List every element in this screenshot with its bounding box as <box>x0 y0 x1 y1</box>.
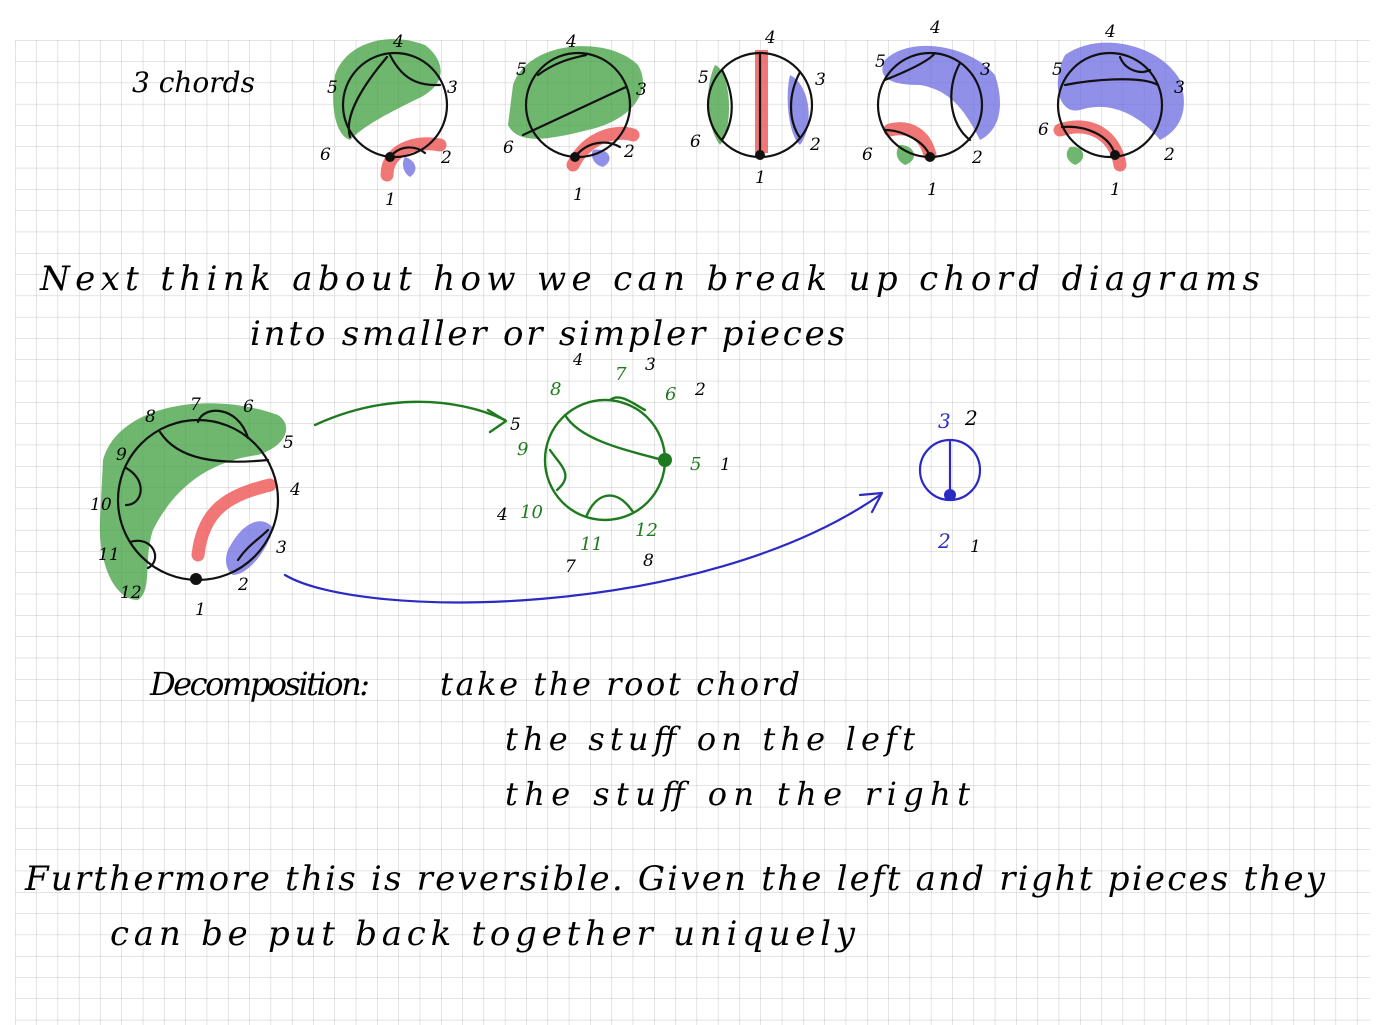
svg-text:4: 4 <box>1104 22 1116 42</box>
svg-text:2: 2 <box>694 380 706 400</box>
svg-text:3: 3 <box>980 60 991 80</box>
svg-text:3: 3 <box>815 70 826 90</box>
sentence-line-2: into smaller or simpler pieces <box>250 314 845 354</box>
chord-diagram-1: 4 5 3 6 2 1 <box>320 32 458 210</box>
svg-text:2: 2 <box>623 142 635 162</box>
svg-text:5: 5 <box>875 52 886 72</box>
green-arrow <box>313 400 507 427</box>
svg-text:5: 5 <box>516 60 527 80</box>
svg-text:9: 9 <box>116 445 127 465</box>
svg-text:7: 7 <box>615 364 627 385</box>
svg-text:1: 1 <box>927 180 938 200</box>
svg-text:12: 12 <box>635 520 658 541</box>
decomposition-line-2: the stuff on the left <box>505 720 915 758</box>
svg-text:5: 5 <box>327 78 338 98</box>
svg-text:2: 2 <box>237 575 249 595</box>
svg-text:6: 6 <box>690 132 701 152</box>
svg-text:1: 1 <box>755 168 766 188</box>
svg-text:5: 5 <box>283 433 294 453</box>
chord-diagram-5: 4 5 3 6 2 1 <box>1038 22 1185 200</box>
svg-text:3: 3 <box>276 538 287 558</box>
svg-text:6: 6 <box>862 145 873 165</box>
svg-text:12: 12 <box>120 583 142 603</box>
green-chord-diagram: 8 4 7 3 6 2 5 9 5 1 4 10 11 7 12 8 <box>496 350 731 577</box>
svg-text:3: 3 <box>1174 78 1185 98</box>
svg-text:1: 1 <box>720 455 731 475</box>
svg-text:5: 5 <box>698 68 709 88</box>
furthermore-line-1: Furthermore this is reversible. Given th… <box>24 859 1326 899</box>
svg-text:11: 11 <box>98 545 120 565</box>
svg-text:3: 3 <box>938 409 951 433</box>
svg-text:10: 10 <box>520 502 543 523</box>
svg-text:2: 2 <box>937 529 951 553</box>
svg-text:1: 1 <box>195 600 206 620</box>
svg-text:3: 3 <box>447 78 458 98</box>
chord-diagram-2: 4 5 3 6 2 1 <box>503 32 647 205</box>
svg-text:2: 2 <box>1163 145 1175 165</box>
svg-text:8: 8 <box>145 407 156 427</box>
sentence-line-1: Next think about how we can break up cho… <box>39 259 1260 299</box>
svg-text:2: 2 <box>971 148 983 168</box>
svg-text:9: 9 <box>517 439 528 460</box>
svg-text:2: 2 <box>809 135 821 155</box>
svg-text:4: 4 <box>392 32 404 52</box>
svg-text:1: 1 <box>573 185 584 205</box>
svg-text:6: 6 <box>243 397 254 417</box>
svg-text:2: 2 <box>440 148 452 168</box>
decomposition-line-3: the stuff on the right <box>505 775 970 813</box>
svg-text:2: 2 <box>964 406 978 430</box>
svg-text:1: 1 <box>970 537 981 557</box>
decomposition-line-1: take the root chord <box>440 665 800 703</box>
svg-text:6: 6 <box>320 145 331 165</box>
svg-text:7: 7 <box>190 395 201 415</box>
svg-text:4: 4 <box>289 480 301 500</box>
furthermore-line-2: can be put back together uniquely <box>110 914 856 954</box>
svg-text:1: 1 <box>1110 180 1121 200</box>
svg-text:1: 1 <box>385 190 396 210</box>
svg-text:10: 10 <box>90 495 112 515</box>
svg-text:4: 4 <box>764 28 776 48</box>
svg-text:6: 6 <box>665 384 676 405</box>
svg-text:6: 6 <box>1038 120 1049 140</box>
big-chord-diagram: 8 7 6 5 4 3 2 1 9 10 11 12 <box>90 395 301 620</box>
chord-diagram-4: 4 5 3 6 2 1 <box>862 18 1000 200</box>
svg-text:3: 3 <box>636 80 647 100</box>
chord-diagram-3: 4 5 3 6 2 1 <box>690 28 826 188</box>
svg-text:4: 4 <box>496 505 508 525</box>
blue-arrow <box>283 493 882 604</box>
svg-text:4: 4 <box>572 350 583 369</box>
svg-text:11: 11 <box>580 534 603 555</box>
svg-text:3: 3 <box>645 355 656 375</box>
svg-text:7: 7 <box>565 557 576 577</box>
three-chords-label: 3 chords <box>132 66 255 99</box>
svg-text:6: 6 <box>503 138 514 158</box>
svg-text:5: 5 <box>510 415 521 435</box>
svg-text:4: 4 <box>565 32 577 52</box>
svg-text:5: 5 <box>690 454 701 475</box>
svg-text:8: 8 <box>550 379 561 400</box>
decomposition-title: Decomposition: <box>149 665 370 703</box>
svg-text:5: 5 <box>1052 60 1063 80</box>
svg-text:4: 4 <box>929 18 941 38</box>
svg-text:8: 8 <box>643 551 654 571</box>
blue-chord-diagram: 3 2 2 1 <box>918 406 982 557</box>
